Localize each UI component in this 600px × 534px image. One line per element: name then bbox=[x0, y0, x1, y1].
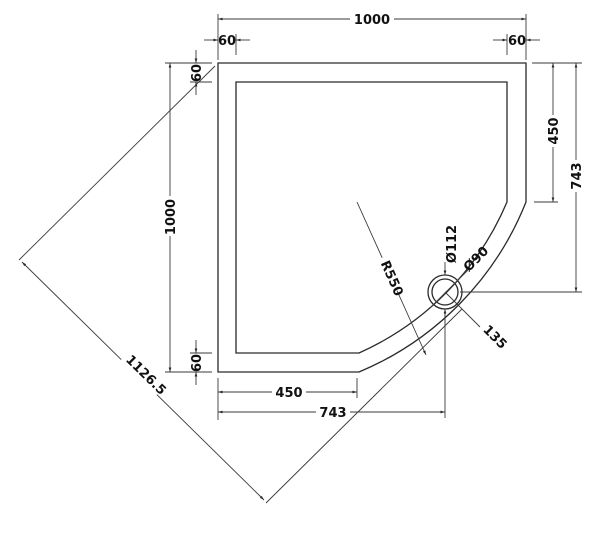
label-overall-width: 1000 bbox=[354, 13, 390, 28]
label-left-bottom-rim: 60 bbox=[190, 354, 205, 372]
dim-radius: R550 bbox=[356, 201, 427, 356]
dim-right-waste-offset: 743 bbox=[460, 63, 585, 293]
dim-left-top-rim: 60 bbox=[190, 50, 212, 95]
dim-top-right-rim: 60 bbox=[493, 34, 540, 55]
label-top-right-rim: 60 bbox=[508, 34, 526, 49]
dim-top-left-rim: 60 bbox=[204, 34, 250, 55]
label-waste-outer-diameter: Ø112 bbox=[445, 225, 460, 263]
label-right-straight: 450 bbox=[547, 117, 562, 144]
label-bottom-straight: 450 bbox=[275, 386, 302, 401]
label-diagonal: 1126.5 bbox=[122, 353, 168, 399]
label-right-waste-offset: 743 bbox=[570, 162, 585, 189]
label-left-top-rim: 60 bbox=[190, 64, 205, 82]
dim-left-bottom-rim: 60 bbox=[190, 340, 212, 385]
label-waste-offset-from-curve: 135 bbox=[480, 323, 510, 353]
dim-bottom-waste-offset: 743 bbox=[218, 310, 446, 421]
label-overall-depth: 1000 bbox=[164, 199, 179, 235]
dim-right-straight: 450 bbox=[532, 62, 582, 203]
waste-inner-circle bbox=[431, 278, 459, 306]
dim-waste-outer-diameter: Ø112 bbox=[443, 225, 460, 325]
tray-inner-edge bbox=[235, 81, 508, 354]
dim-overall-depth: 1000 bbox=[162, 62, 212, 373]
label-top-left-rim: 60 bbox=[218, 34, 236, 49]
dim-overall-width: 1000 bbox=[217, 10, 527, 60]
tray-outline bbox=[217, 62, 527, 373]
label-bottom-waste-offset: 743 bbox=[319, 406, 346, 421]
dim-waste-offset-from-curve: 135 bbox=[444, 291, 510, 353]
